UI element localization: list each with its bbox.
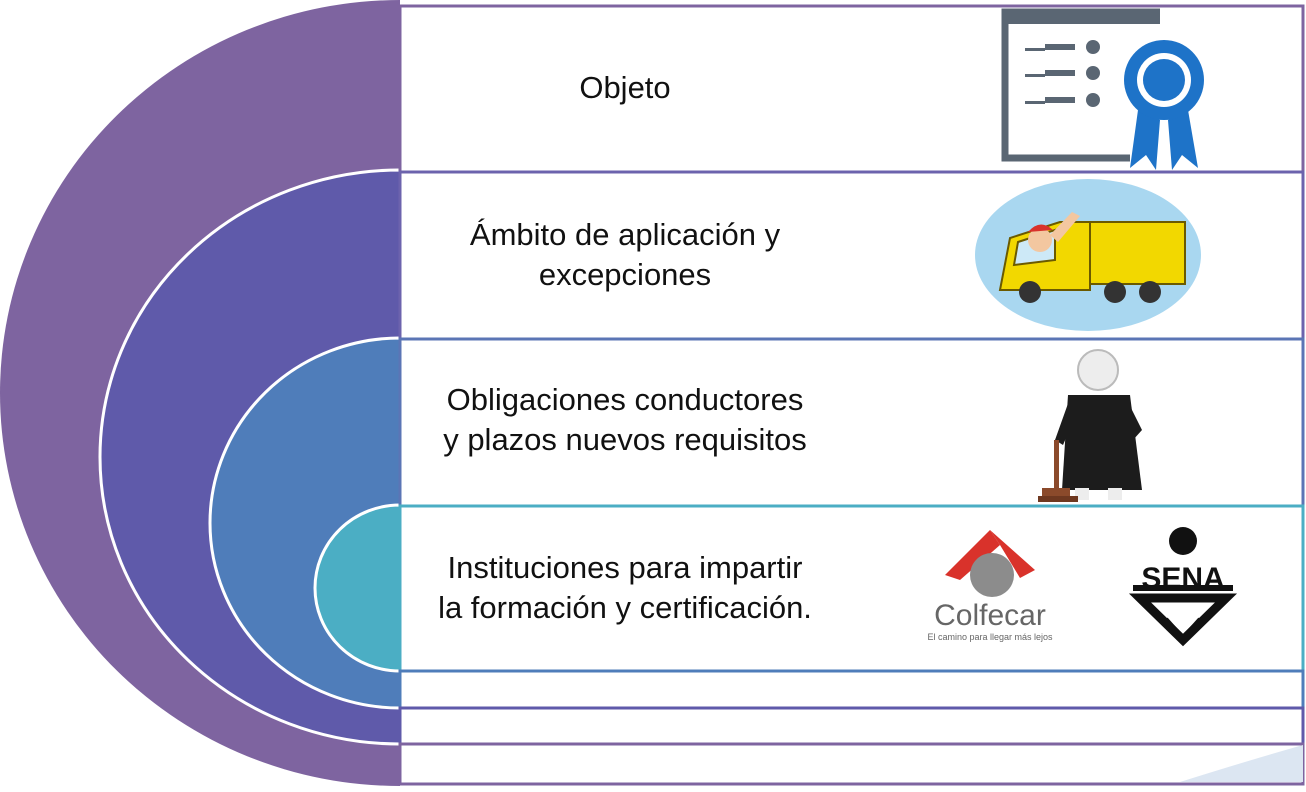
label-line: Obligaciones conductores xyxy=(446,382,804,417)
truck-driver-icon xyxy=(975,179,1201,331)
row-box-empty-2 xyxy=(398,706,1305,746)
row-label-instituciones: Instituciones para impartir la formación… xyxy=(400,548,850,628)
sena-logo: SENA xyxy=(1128,527,1238,647)
label-line: y plazos nuevos requisitos xyxy=(443,422,807,457)
row-label-ambito: Ámbito de aplicación y excepciones xyxy=(410,215,840,295)
label-line: Ámbito de aplicación y xyxy=(469,217,781,252)
judge-gavel-icon xyxy=(1038,349,1142,502)
label-line: excepciones xyxy=(538,257,712,292)
label-line: Objeto xyxy=(579,70,671,105)
row-label-objeto: Objeto xyxy=(500,68,750,108)
label-line: la formación y certificación. xyxy=(438,590,812,625)
corner-swoosh xyxy=(1180,745,1303,782)
row-label-obligaciones: Obligaciones conductores y plazos nuevos… xyxy=(400,380,850,460)
label-line: Instituciones para impartir xyxy=(447,550,803,585)
colfecar-name: Colfecar xyxy=(934,599,1046,632)
row-box-empty-1 xyxy=(398,669,1305,710)
certificate-ribbon-icon xyxy=(1001,8,1204,170)
arc-inner xyxy=(313,503,402,673)
row-box-obligaciones xyxy=(398,337,1305,508)
row-box-empty-3 xyxy=(398,742,1305,786)
colfecar-logo: Colfecar El camino para llegar más lejos xyxy=(927,530,1053,642)
colfecar-tagline: El camino para llegar más lejos xyxy=(927,632,1053,642)
